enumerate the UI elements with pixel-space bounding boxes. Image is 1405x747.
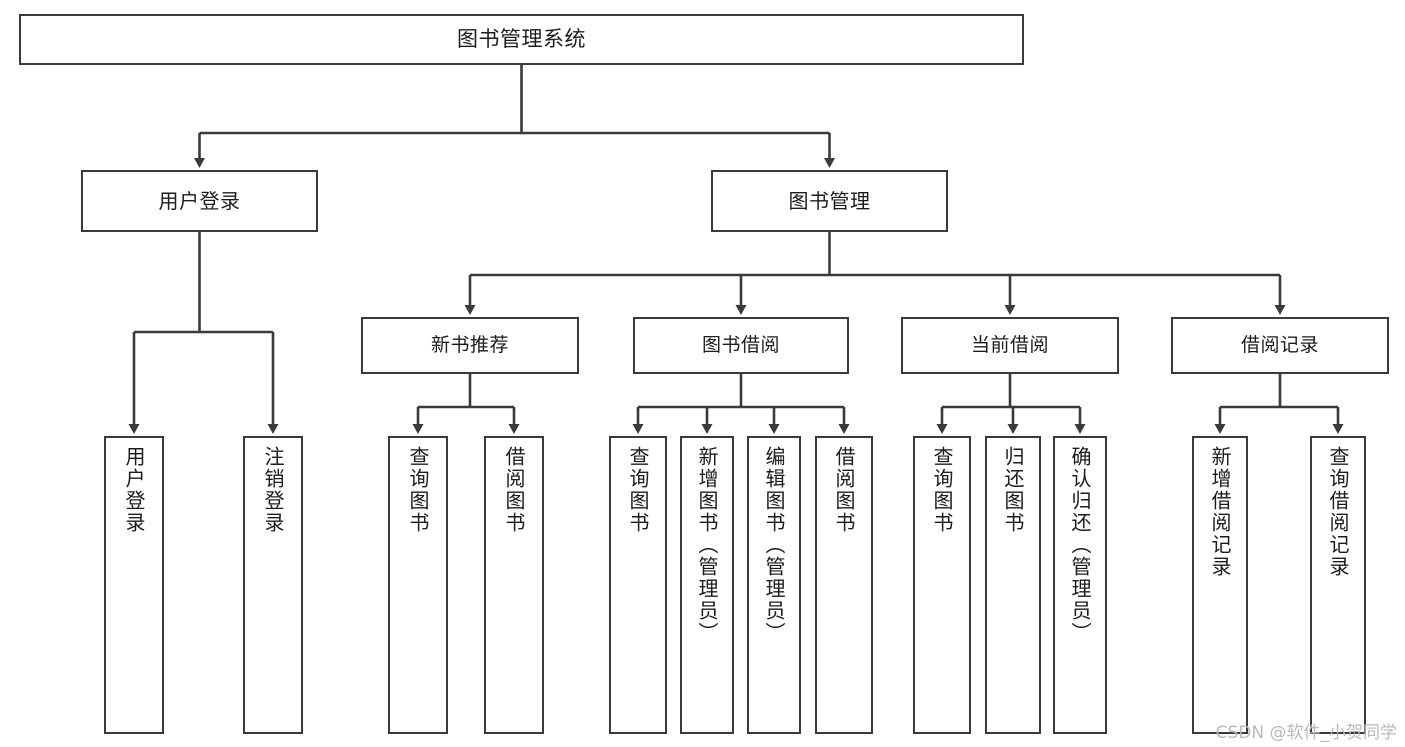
node-leaf-5[interactable]: 新增图书（管理员） (680, 436, 734, 734)
node-leaf-11-label: 新增借阅记录 (1208, 446, 1232, 578)
node-level3-1[interactable]: 图书借阅 (633, 317, 849, 374)
node-root-label: 图书管理系统 (457, 27, 586, 52)
node-leaf-3[interactable]: 借阅图书 (484, 436, 544, 734)
node-leaf-7-label: 借阅图书 (832, 446, 856, 534)
node-leaf-8-label: 查询图书 (930, 446, 954, 534)
node-level3-0-label: 新书推荐 (430, 333, 509, 356)
node-level2-0-label: 用户登录 (158, 188, 241, 213)
node-leaf-9-label: 归还图书 (1001, 446, 1025, 534)
node-level2-1[interactable]: 图书管理 (711, 170, 948, 232)
node-level2-0[interactable]: 用户登录 (81, 170, 318, 232)
node-leaf-0[interactable]: 用户登录 (104, 436, 164, 734)
node-level3-2-label: 当前借阅 (970, 333, 1049, 356)
node-leaf-1-label: 注销登录 (261, 446, 285, 534)
node-level3-3-label: 借阅记录 (1240, 333, 1319, 356)
node-leaf-3-label: 借阅图书 (502, 446, 526, 534)
node-root[interactable]: 图书管理系统 (19, 14, 1024, 65)
node-leaf-8[interactable]: 查询图书 (913, 436, 971, 734)
node-level3-2[interactable]: 当前借阅 (901, 317, 1119, 374)
node-leaf-9[interactable]: 归还图书 (985, 436, 1041, 734)
node-leaf-6-label: 编辑图书（管理员） (762, 446, 786, 644)
node-level3-3[interactable]: 借阅记录 (1171, 317, 1389, 374)
node-level3-0[interactable]: 新书推荐 (361, 317, 579, 374)
node-leaf-11[interactable]: 新增借阅记录 (1192, 436, 1248, 734)
node-leaf-6[interactable]: 编辑图书（管理员） (747, 436, 801, 734)
node-leaf-4[interactable]: 查询图书 (609, 436, 667, 734)
node-leaf-10-label: 确认归还（管理员） (1068, 446, 1092, 644)
csdn-watermark: CSDN @软件_小贺同学 (1215, 723, 1397, 743)
node-leaf-5-label: 新增图书（管理员） (695, 446, 719, 644)
node-level3-1-label: 图书借阅 (701, 333, 780, 356)
node-leaf-1[interactable]: 注销登录 (243, 436, 303, 734)
node-leaf-12-label: 查询借阅记录 (1326, 446, 1350, 578)
node-leaf-2[interactable]: 查询图书 (388, 436, 448, 734)
node-leaf-7[interactable]: 借阅图书 (815, 436, 873, 734)
node-leaf-10[interactable]: 确认归还（管理员） (1053, 436, 1107, 734)
node-leaf-0-label: 用户登录 (122, 446, 146, 534)
node-leaf-2-label: 查询图书 (406, 446, 430, 534)
node-leaf-12[interactable]: 查询借阅记录 (1310, 436, 1366, 734)
node-leaf-4-label: 查询图书 (626, 446, 650, 534)
node-level2-1-label: 图书管理 (788, 188, 871, 213)
